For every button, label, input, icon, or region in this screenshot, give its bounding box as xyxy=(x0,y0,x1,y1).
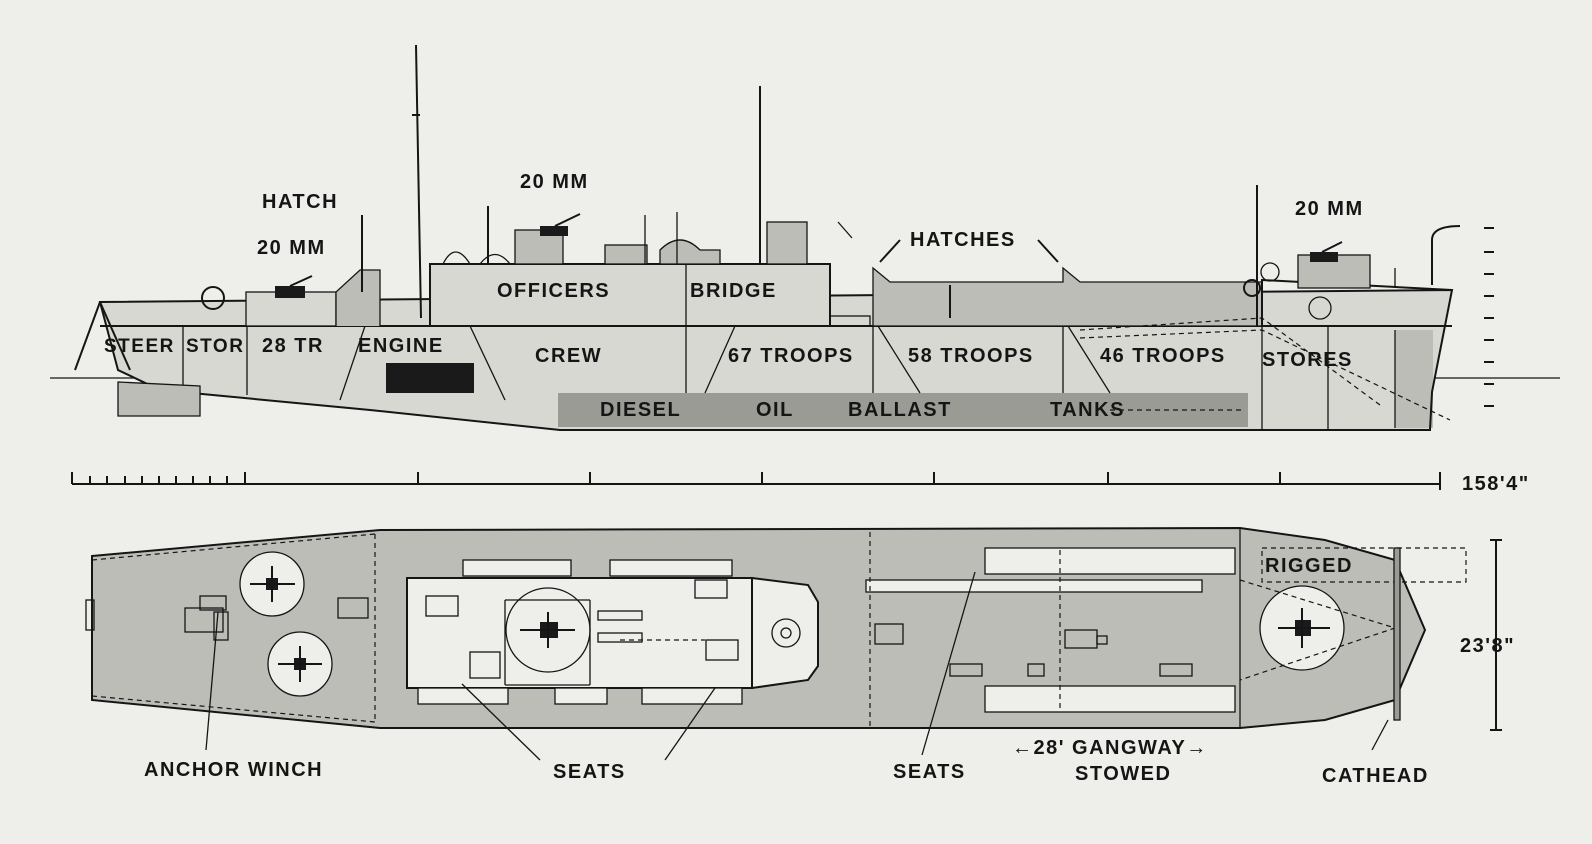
cathead-bar xyxy=(1394,548,1400,720)
anchor-winch xyxy=(184,595,229,641)
plan-mid-gun xyxy=(520,612,575,648)
draft-marks xyxy=(1484,227,1494,407)
label-stowed: STOWED xyxy=(1075,763,1171,785)
fwd-shaded-area xyxy=(1395,330,1433,428)
label-ballast: BALLAST xyxy=(848,399,952,421)
label-steer: STEER xyxy=(104,336,175,357)
main-mast xyxy=(415,44,422,319)
plan-seats xyxy=(417,547,1236,713)
label-hatches: HATCHES xyxy=(910,229,1016,251)
label-length: 158'4" xyxy=(1462,473,1530,495)
stern-skeg xyxy=(118,382,200,416)
scale-bar: 158'4" xyxy=(71,472,1530,495)
label-20mm-fwd: 20 MM xyxy=(1295,198,1364,220)
label-20mm-aft: 20 MM xyxy=(257,237,326,259)
side-elevation: HATCH 20 MM 20 MM 20 MM HATCHES OFFICERS… xyxy=(50,44,1560,431)
label-rigged: RIGGED xyxy=(1265,555,1353,577)
label-diesel: DIESEL xyxy=(600,399,681,421)
plan-aft-gun-2 xyxy=(278,646,322,682)
fwd-gun-20mm xyxy=(1310,241,1343,262)
plan-deckhouse xyxy=(407,578,752,688)
mid-gun-20mm xyxy=(540,213,581,236)
label-engine: ENGINE xyxy=(358,335,444,357)
label-stor: STOR xyxy=(186,336,244,357)
label-beam: 23'8" xyxy=(1460,635,1515,657)
plan-fwd-gun xyxy=(1278,608,1330,648)
officers-bridge-house xyxy=(430,264,830,326)
label-oil: OIL xyxy=(756,399,794,421)
label-bridge: BRIDGE xyxy=(690,280,777,302)
label-gangway: ←28' GANGWAY→ xyxy=(1012,737,1208,759)
label-seats-1: SEATS xyxy=(553,761,626,783)
label-hatch: HATCH xyxy=(262,191,338,213)
engine-block xyxy=(386,363,474,393)
label-67-troops: 67 TROOPS xyxy=(728,345,854,367)
label-seats-2: SEATS xyxy=(893,761,966,783)
plan-aft-gun-1 xyxy=(250,566,295,602)
label-58-troops: 58 TROOPS xyxy=(908,345,1034,367)
aft-ventilator xyxy=(201,286,225,310)
label-tanks: TANKS xyxy=(1050,399,1125,421)
label-46-troops: 46 TROOPS xyxy=(1100,345,1226,367)
label-cathead: CATHEAD xyxy=(1322,765,1429,787)
label-anchor-winch: ANCHOR WINCH xyxy=(144,759,323,781)
aft-gun-20mm xyxy=(275,275,313,298)
plan-view: RIGGED 23'8" ANCHOR WINCH SEATS SEATS ←2… xyxy=(85,526,1515,787)
label-28tr: 28 TR xyxy=(262,335,324,357)
rigged-gangway xyxy=(1261,547,1467,583)
label-officers: OFFICERS xyxy=(497,280,610,302)
label-20mm-mid: 20 MM xyxy=(520,171,589,193)
label-crew: CREW xyxy=(535,345,602,367)
label-stores: STORES xyxy=(1262,349,1353,371)
